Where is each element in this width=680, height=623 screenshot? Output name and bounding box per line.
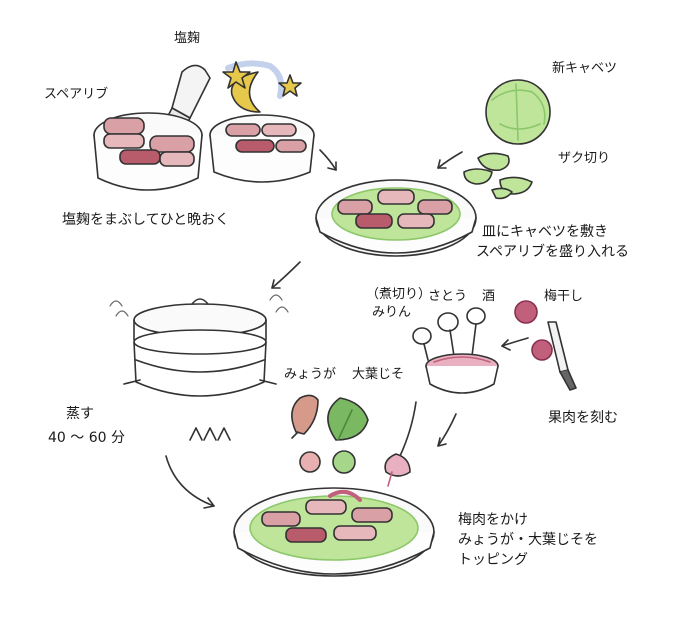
flow-arrow (319, 149, 337, 171)
label-shiokoji: 塩麹 (174, 31, 201, 46)
label-topping-line3: トッピング (458, 552, 528, 568)
label-rough-cut: ザク切り (558, 151, 611, 166)
flow-arrow (437, 413, 457, 447)
plated-spareribs (315, 179, 477, 257)
cabbage-icon (485, 79, 551, 145)
label-topping-line2: みょうが・大葉じそを (458, 532, 598, 548)
label-plate-line1: 皿にキャベツを敷き (482, 224, 608, 240)
label-topping-line1: 梅肉をかけ (458, 512, 528, 528)
steamer-pot-icon (109, 294, 289, 397)
label-sake: 酒 (482, 289, 496, 304)
perilla-leaf-icon (327, 397, 369, 441)
label-sugar: さとう (428, 289, 468, 304)
myoga-icon (291, 394, 319, 439)
umeboshi-icon (514, 300, 553, 361)
label-myoga: みょうが (284, 367, 337, 382)
marinade-bowl-right (209, 114, 315, 183)
cut-cabbage-icon (463, 152, 533, 200)
label-new-cabbage: 新キャベツ (552, 61, 618, 76)
plum-sauce-bowl (425, 353, 499, 394)
label-steam: 蒸す (66, 406, 94, 422)
pouring-spoon-icon (384, 401, 417, 487)
label-chop-pulp: 果肉を刻む (548, 410, 618, 426)
final-plate (233, 487, 435, 577)
chopped-perilla-icon (332, 450, 356, 474)
mirin-spoon-icon (412, 327, 432, 361)
spareribs-pieces-left (103, 117, 195, 167)
label-plate-line2: スペアリブを盛り入れる (476, 244, 630, 260)
marinade-bowl-left (93, 112, 203, 191)
label-steam-time: 40 〜 60 分 (48, 430, 125, 446)
label-marinate: 塩麹をまぶしてひと晩おく (62, 212, 230, 228)
flow-arrow (165, 455, 215, 509)
spareribs-pieces-right (225, 123, 307, 153)
sugar-spoon-icon (437, 312, 459, 357)
flame-icon (189, 427, 231, 441)
label-umeboshi: 梅干し (544, 289, 584, 304)
knife-icon (547, 321, 577, 391)
label-spareribs: スペアリブ (44, 87, 109, 102)
flow-arrow (501, 337, 529, 351)
star-icon (222, 61, 251, 89)
chopped-myoga-icon (299, 451, 321, 473)
label-mirin: みりん (372, 305, 412, 320)
sake-spoon-icon (466, 307, 486, 357)
star-icon (278, 74, 302, 97)
label-ooba: 大葉じそ (352, 367, 405, 382)
label-nikiri: （煮切り） (366, 287, 432, 302)
flow-arrow (271, 261, 301, 289)
flow-arrow (437, 151, 463, 169)
